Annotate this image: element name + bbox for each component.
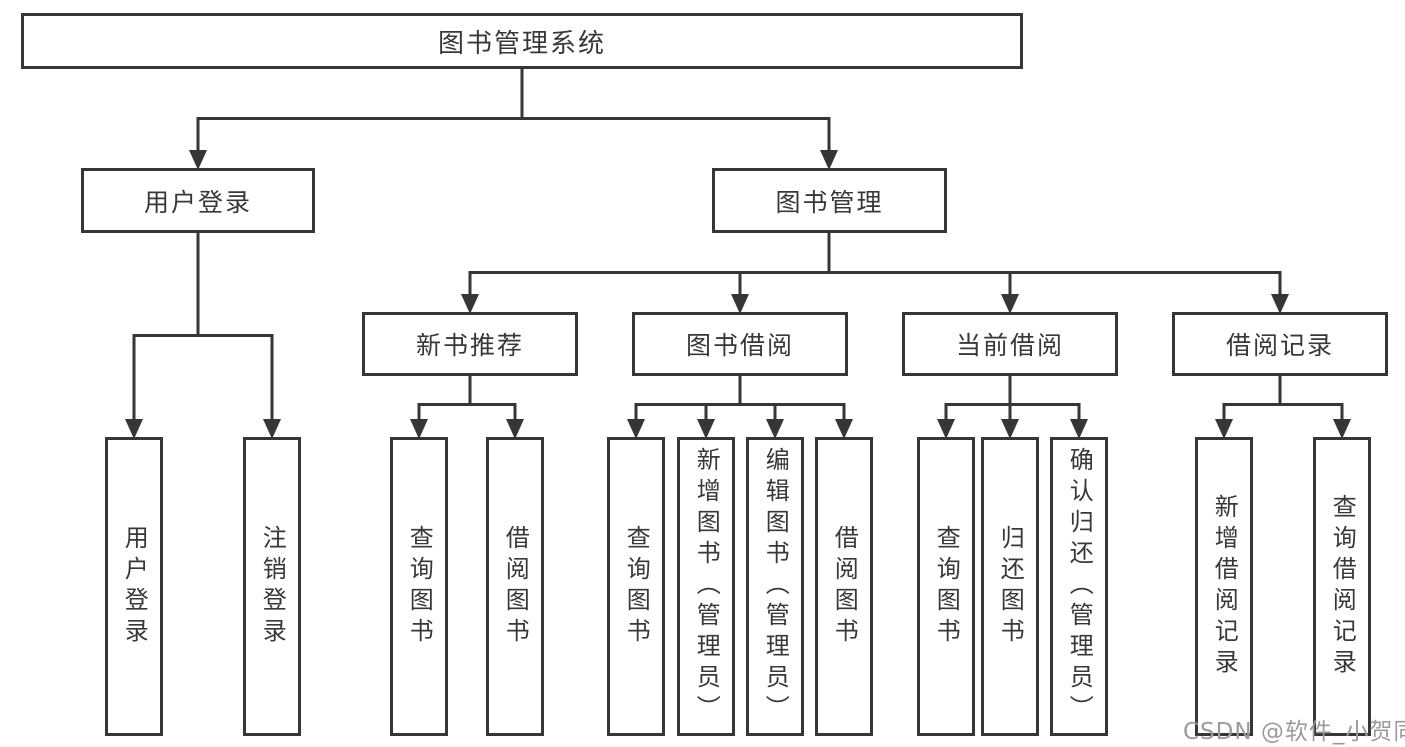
- node-book-borrow: 图书借阅: [632, 312, 848, 376]
- leaf-borrow-books-label: 借阅图书: [830, 524, 859, 649]
- leaf-query-books-borrow-label: 查询图书: [622, 524, 651, 649]
- node-root: 图书管理系统: [21, 13, 1023, 69]
- leaf-user-login-label: 用户登录: [120, 524, 149, 649]
- node-current-borrow: 当前借阅: [902, 312, 1118, 376]
- csdn-watermark: CSDN @软件_小贺同学: [1183, 719, 1405, 745]
- leaf-return-book-label: 归还图书: [996, 524, 1025, 649]
- node-book-borrow-label: 图书借阅: [685, 331, 794, 360]
- leaf-query-borrow-record: 查询借阅记录: [1313, 437, 1371, 736]
- leaf-logout: 注销登录: [243, 437, 301, 736]
- node-book-management: 图书管理: [712, 168, 947, 233]
- leaf-query-books-current-label: 查询图书: [932, 524, 961, 649]
- node-new-book-recommend-label: 新书推荐: [415, 331, 524, 360]
- leaf-query-borrow-record-label: 查询借阅记录: [1328, 493, 1357, 680]
- leaf-query-books-borrow: 查询图书: [607, 437, 665, 736]
- leaf-query-books-recommend: 查询图书: [390, 437, 448, 736]
- node-current-borrow-label: 当前借阅: [955, 331, 1064, 360]
- leaf-borrow-books-recommend-label: 借阅图书: [501, 524, 530, 649]
- leaf-borrow-books: 借阅图书: [815, 437, 873, 736]
- leaf-add-borrow-record: 新增借阅记录: [1195, 437, 1253, 736]
- leaf-edit-book-admin: 编辑图书（管理员）: [746, 437, 804, 736]
- node-borrow-records: 借阅记录: [1172, 312, 1388, 376]
- leaf-logout-label: 注销登录: [258, 524, 287, 649]
- node-borrow-records-label: 借阅记录: [1225, 331, 1334, 360]
- leaf-return-book: 归还图书: [981, 437, 1039, 736]
- leaf-borrow-books-recommend: 借阅图书: [486, 437, 544, 736]
- leaf-query-books-recommend-label: 查询图书: [405, 524, 434, 649]
- node-new-book-recommend: 新书推荐: [362, 312, 578, 376]
- leaf-add-borrow-record-label: 新增借阅记录: [1210, 493, 1239, 680]
- connector-lines: [132, 67, 1344, 420]
- node-user-login-label: 用户登录: [143, 187, 252, 217]
- leaf-user-login: 用户登录: [105, 437, 163, 736]
- leaf-query-books-current: 查询图书: [917, 437, 975, 736]
- node-root-label: 图书管理系统: [437, 28, 606, 59]
- node-user-login: 用户登录: [81, 168, 315, 233]
- leaf-edit-book-admin-label: 编辑图书（管理员）: [761, 447, 790, 726]
- leaf-confirm-return-admin: 确认归还（管理员）: [1050, 437, 1108, 736]
- arrowhead-icons: [125, 150, 1351, 439]
- leaf-add-book-admin: 新增图书（管理员）: [677, 437, 735, 736]
- leaf-add-book-admin-label: 新增图书（管理员）: [692, 447, 721, 726]
- leaf-confirm-return-admin-label: 确认归还（管理员）: [1065, 447, 1094, 726]
- node-book-management-label: 图书管理: [775, 187, 884, 217]
